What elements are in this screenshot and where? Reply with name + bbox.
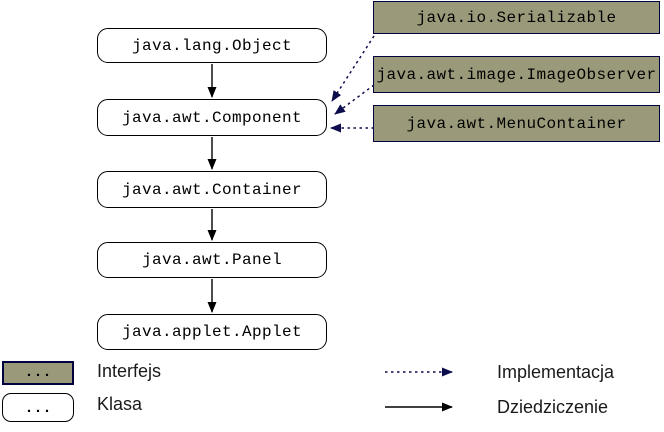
legend-inheritance-label: Dziedziczenie: [497, 397, 609, 417]
interface-node-imageobserver: java.awt.image.ImageObserver: [373, 56, 660, 93]
interface-node-menucontainer: java.awt.MenuContainer: [373, 105, 660, 142]
class-node-panel: java.awt.Panel: [97, 242, 327, 278]
legend-interface-swatch: ...: [2, 361, 74, 385]
class-node-label: java.awt.Panel: [141, 251, 283, 269]
interface-node-label: java.awt.image.ImageObserver: [376, 65, 657, 84]
class-node-component: java.awt.Component: [97, 99, 327, 136]
legend-implementation-label: Implementacja: [497, 362, 615, 382]
legend-interface-label: Interfejs: [97, 361, 162, 381]
interface-node-label: java.io.Serializable: [416, 8, 617, 27]
interface-node-serializable: java.io.Serializable: [373, 1, 660, 34]
legend-class-label: Klasa: [97, 394, 143, 414]
implementation-arrows: [330, 35, 375, 133]
class-node-object: java.lang.Object: [97, 28, 327, 63]
legend-class-swatch-dots: ...: [24, 400, 52, 417]
class-node-label: java.awt.Component: [121, 108, 303, 127]
class-node-container: java.awt.Container: [97, 171, 327, 208]
class-node-applet: java.applet.Applet: [97, 314, 327, 350]
class-node-label: java.lang.Object: [131, 36, 293, 55]
implementation-arrow-imageobserver-component: [334, 84, 375, 115]
legend-class-swatch: ...: [2, 393, 74, 422]
interface-node-label: java.awt.MenuContainer: [406, 114, 627, 133]
legend-interface-swatch-dots: ...: [24, 364, 52, 381]
implementation-arrow-serializable-component: [331, 35, 375, 102]
class-node-label: java.awt.Container: [121, 180, 303, 199]
class-node-label: java.applet.Applet: [121, 323, 303, 341]
